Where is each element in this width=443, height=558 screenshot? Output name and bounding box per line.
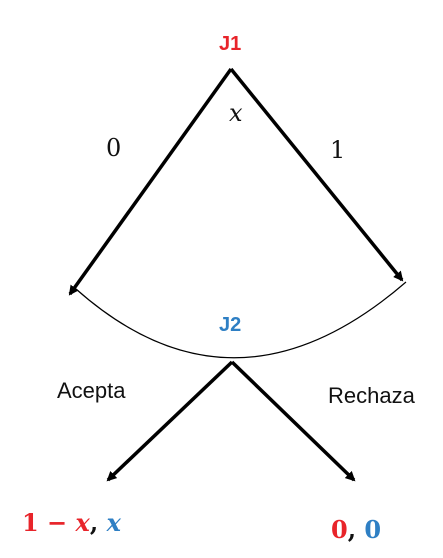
- payoff-reject-player2: 0: [364, 515, 382, 544]
- payoff-accept: 1 − x, x: [22, 511, 121, 535]
- edge-j1-offer-1: [229, 67, 404, 282]
- payoff-accept-player1: 1 − x: [22, 508, 90, 537]
- payoff-reject-separator: ,: [347, 515, 357, 544]
- branch-label-1: 1: [330, 136, 346, 164]
- node-j2-label: J2: [219, 314, 242, 336]
- payoff-reject-player1: 0: [331, 515, 348, 544]
- information-set-curve: [75, 281, 407, 359]
- edge-j2-rechaza: [230, 360, 356, 482]
- edge-j1-offer-0: [68, 67, 233, 296]
- payoff-accept-player2: x: [106, 508, 121, 537]
- branch-label-rechaza: Rechaza: [328, 383, 415, 408]
- branch-label-acepta: Acepta: [57, 378, 126, 403]
- branch-label-0: 0: [106, 134, 122, 162]
- offer-variable-label: x: [229, 99, 243, 127]
- node-j1-label: J1: [219, 33, 242, 55]
- payoff-accept-separator: ,: [89, 508, 99, 537]
- edge-j2-acepta: [106, 360, 234, 482]
- payoff-reject: 0, 0: [331, 518, 381, 542]
